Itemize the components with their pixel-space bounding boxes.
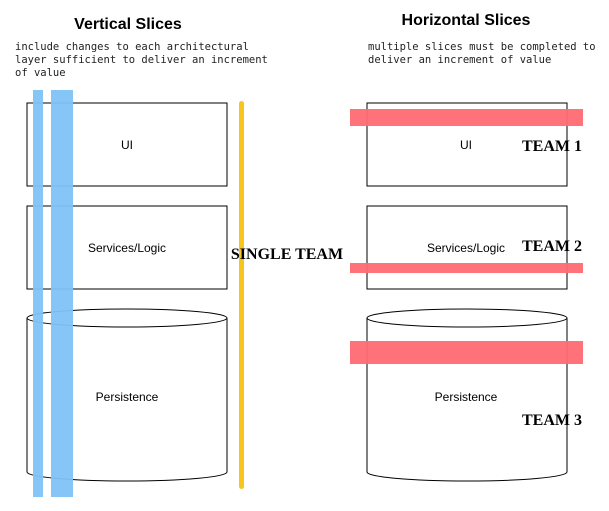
vertical-persistence-label: Persistence [96, 390, 159, 404]
team-3-label: TEAM 3 [522, 412, 582, 429]
vertical-slices-title: Vertical Slices [74, 16, 182, 33]
horizontal-services-label: Services/Logic [427, 241, 505, 255]
horizontal-slice-bar-3 [350, 341, 583, 364]
horizontal-persistence-cylinder: Persistence [366, 308, 568, 482]
team-1-label: TEAM 1 [522, 138, 582, 155]
horizontal-slices-note-line-2: deliver an increment of value [368, 54, 551, 66]
team-2-label: TEAM 2 [522, 238, 582, 255]
single-team-line [239, 101, 244, 489]
horizontal-slice-bar-2 [350, 263, 583, 273]
horizontal-ui-label: UI [460, 138, 472, 152]
vertical-services-label: Services/Logic [88, 241, 166, 255]
vertical-slice-bar-2 [51, 90, 73, 497]
vertical-slices-note-line-2: layer sufficient to deliver an increment [15, 54, 268, 66]
vertical-ui-label: UI [121, 138, 133, 152]
vertical-slices-note-line-3: of value [15, 67, 66, 79]
horizontal-persistence-label: Persistence [435, 390, 498, 404]
horizontal-slices-note-line-1: multiple slices must be completed to [368, 41, 596, 53]
single-team-label: SINGLE TEAM [231, 246, 343, 263]
horizontal-slices-title: Horizontal Slices [402, 12, 531, 29]
vertical-slice-bar-1 [33, 90, 43, 497]
horizontal-slice-bar-1 [350, 109, 583, 126]
vertical-slices-note-line-1: include changes to each architectural [15, 41, 249, 53]
horizontal-services-layer: Services/Logic [366, 205, 568, 290]
